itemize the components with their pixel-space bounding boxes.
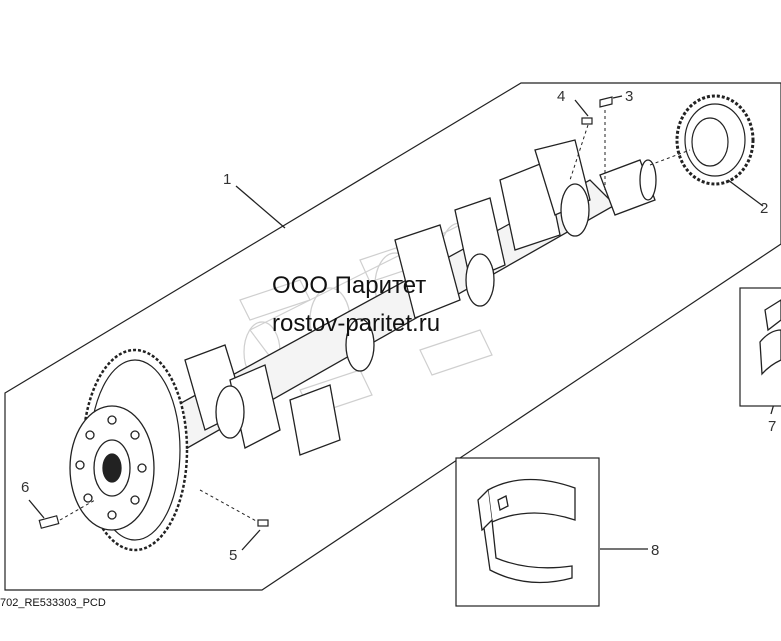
key-part-4 [581, 117, 593, 125]
callout-5: 5 [229, 547, 237, 564]
crankshaft-gear [675, 94, 755, 186]
assembly-dashed-lines [59, 110, 691, 523]
crankshaft-assembly-frame [4, 82, 781, 591]
dowel-pin-part-6 [38, 515, 60, 529]
main-bearing-set-box [455, 457, 600, 607]
callout-3: 3 [625, 88, 633, 105]
callout-1: 1 [223, 171, 231, 188]
callout-8: 8 [651, 542, 659, 559]
figure-reference: 702_RE533303_PCD [0, 597, 106, 609]
callout-7: 7 [768, 418, 776, 435]
watermark-site: rostov-paritet.ru [272, 310, 441, 337]
pin-part-5 [257, 519, 269, 527]
callout-4: 4 [557, 88, 565, 105]
pin-part-3 [599, 96, 613, 108]
callout-6: 6 [21, 479, 29, 496]
thrust-bearing-set-box [739, 287, 781, 407]
crankshaft [149, 139, 657, 456]
callout-2: 2 [760, 200, 768, 217]
watermark-company: ООО Паритет [272, 272, 427, 299]
crankshaft-flange [69, 405, 155, 531]
